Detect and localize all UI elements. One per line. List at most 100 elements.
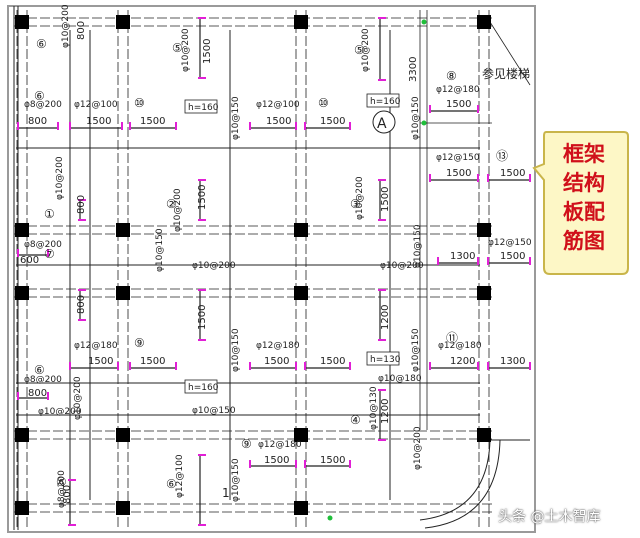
- rebar-label: φ10@150: [192, 406, 236, 416]
- column: [15, 428, 29, 442]
- bar-mark: ⑤: [354, 43, 365, 57]
- rebar-label: φ10@180: [378, 374, 422, 384]
- rebar-label: φ12@180: [74, 341, 118, 351]
- bar-mark: ⑥: [36, 37, 47, 51]
- misc-mark: 1: [222, 486, 230, 500]
- span-value: 1500: [500, 168, 525, 179]
- thickness-box: [184, 379, 218, 394]
- span-value: 1500: [320, 356, 345, 367]
- bar-mark: ⑥: [34, 363, 45, 377]
- span-value: 1500: [86, 116, 111, 127]
- bar-mark: ⑦: [44, 247, 55, 261]
- bar-mark: ⑩: [318, 96, 329, 110]
- callout-line: 筋图: [563, 229, 605, 253]
- span-value: 1500: [446, 168, 471, 179]
- span-value: 1300: [500, 356, 525, 367]
- bar-mark: ④: [350, 413, 361, 427]
- stair-line: [489, 21, 531, 86]
- watermark: 头条 @土木智库: [498, 509, 601, 525]
- stair-curve: [419, 439, 530, 521]
- rebar-label: φ10@200: [173, 188, 183, 232]
- bar-mark: ⑬: [496, 149, 508, 163]
- span-value: 800: [76, 295, 87, 314]
- thickness-box: [366, 351, 400, 366]
- column: [477, 428, 491, 442]
- span-value: 1500: [140, 356, 165, 367]
- rebar-label: φ10@150: [413, 224, 423, 268]
- axis-bubble: [372, 110, 396, 134]
- bar-mark: ⑧: [446, 69, 457, 83]
- column: [116, 501, 130, 515]
- column: [477, 223, 491, 237]
- stair-note: 参见楼梯: [482, 66, 530, 81]
- rebar-label: φ10@200: [38, 407, 82, 417]
- span-value: 1200: [450, 356, 475, 367]
- rebar-label: φ10@200: [380, 261, 424, 271]
- column-group: [15, 15, 491, 515]
- rebar-label: φ10@150: [411, 96, 421, 140]
- bar-mark: ⑤: [172, 41, 183, 55]
- span-value: 1500: [88, 356, 113, 367]
- callout-title: 框架 结构 板配 筋图: [556, 140, 612, 256]
- column: [116, 15, 130, 29]
- rebar-label: φ12@100: [74, 100, 118, 110]
- span-value: 1500: [446, 99, 471, 110]
- rebar-label: φ10@150: [231, 96, 241, 140]
- span-value: 800: [28, 388, 47, 399]
- rebar-label: φ12@100: [175, 454, 185, 498]
- bar-mark: ⑨: [241, 437, 252, 451]
- column: [294, 501, 308, 515]
- rebar-label: φ10@200: [361, 28, 371, 72]
- bar-mark: ⑥: [34, 89, 45, 103]
- column: [294, 223, 308, 237]
- span-value: 1500: [320, 116, 345, 127]
- slab-thickness: h=130: [370, 355, 401, 365]
- callout-line: 结构: [563, 171, 605, 195]
- rebar-label: φ10@150: [155, 228, 165, 272]
- column: [294, 428, 308, 442]
- axis-mark: A: [377, 116, 387, 132]
- span-value: 1500: [264, 356, 289, 367]
- span-value: 1500: [197, 185, 208, 210]
- grid-marker: [421, 120, 427, 126]
- rebar-label: φ10@200: [192, 261, 236, 271]
- slab-thickness: h=160: [188, 103, 219, 113]
- bar-mark: ⑥: [166, 477, 177, 491]
- span-value: 1200: [380, 399, 391, 424]
- column: [294, 286, 308, 300]
- drawing-frame: [7, 5, 536, 533]
- span-value: 1500: [197, 305, 208, 330]
- rebar-label: φ10@150: [411, 328, 421, 372]
- stair-curve: [424, 439, 501, 529]
- slab-thickness: h=160: [370, 97, 401, 107]
- span-value: 1500: [140, 116, 165, 127]
- grid-marker: [327, 515, 333, 521]
- bar-mark: ③: [350, 197, 361, 211]
- column: [477, 286, 491, 300]
- rebar-label: φ10@200: [73, 376, 83, 420]
- column: [116, 286, 130, 300]
- span-value: 800: [76, 21, 87, 40]
- slab-thickness: h=160: [188, 383, 219, 393]
- bar-mark: ②: [166, 197, 177, 211]
- rebar-label: φ8@200: [57, 470, 67, 508]
- span-value: 600: [20, 255, 39, 266]
- rebar-label: φ10@150: [231, 458, 241, 502]
- column: [15, 223, 29, 237]
- span-value: 800: [62, 485, 73, 504]
- column: [477, 15, 491, 29]
- bar-mark: ⑪: [446, 331, 458, 345]
- column: [15, 286, 29, 300]
- rebar-label: φ10@150: [231, 328, 241, 372]
- column: [15, 501, 29, 515]
- thickness-box: [366, 93, 400, 108]
- span-value: 1500: [320, 455, 345, 466]
- rebar-label: φ8@200: [24, 100, 62, 110]
- rebar-label: φ10@200: [413, 426, 423, 470]
- callout-line: 板配: [563, 200, 605, 224]
- span-value: 1500: [202, 39, 213, 64]
- bar-mark: ⑩: [134, 96, 145, 110]
